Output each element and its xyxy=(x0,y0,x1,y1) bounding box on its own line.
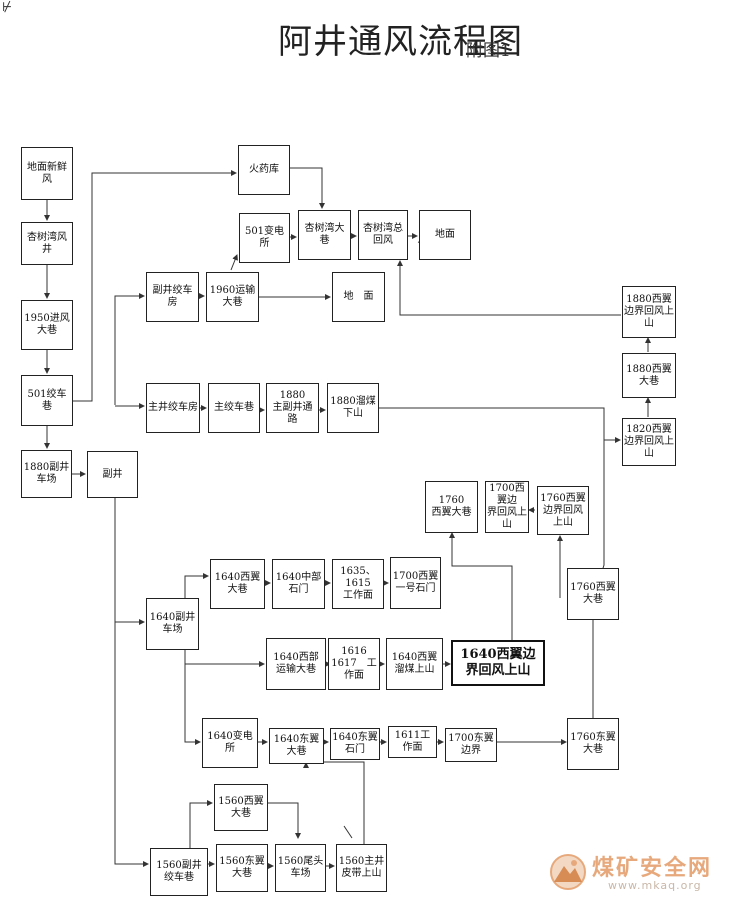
node-gate1-1700: 1700西翼 一号石门 xyxy=(390,557,441,609)
node-e-edge-1700: 1700东翼边界 xyxy=(445,728,497,762)
node-w-lane-1760: 1760西翼大巷 xyxy=(567,568,619,620)
node-w-edge-1700: 1700西翼边 界回风上山 xyxy=(485,481,529,533)
node-face-1616: 1616 1617 工作面 xyxy=(328,638,380,690)
node-tail1560: 1560尾头车场 xyxy=(275,844,326,892)
node-e-gate-1640: 1640东翼石门 xyxy=(330,728,380,760)
node-w-main-1560: 1560西翼大巷 xyxy=(214,784,268,831)
node-w-main-1880: 1880西翼大巷 xyxy=(622,353,676,398)
node-w-main-1760: 1760 西翼大巷 xyxy=(425,481,478,533)
page-subtitle: 附图1 xyxy=(466,41,511,61)
node-magazine: 火药库 xyxy=(238,145,290,195)
node-face-1635: 1635、1615 工作面 xyxy=(332,559,384,609)
corner-mark: ⊬ xyxy=(2,0,13,14)
node-sub1640: 1640变电所 xyxy=(202,718,258,768)
node-xc-return: 杏树湾总回风 xyxy=(358,210,408,260)
node-fujing: 副井 xyxy=(87,451,138,498)
node-e-main-1560: 1560东翼大巷 xyxy=(216,844,268,892)
node-fresh-air: 地面新鲜风 xyxy=(21,147,73,200)
node-belt1560: 1560主井 皮带上山 xyxy=(336,844,387,892)
node-winch501: 501绞车巷 xyxy=(21,375,73,426)
node-zhu-fu-1880: 1880 主副井通路 xyxy=(266,383,319,433)
node-mid-gate-1640: 1640中部石门 xyxy=(272,559,325,609)
page-title: 阿井通风流程图 xyxy=(278,22,523,62)
node-w-slide-1640: 1640西翼 溜煤上山 xyxy=(386,638,443,690)
node-xc-main: 杏树湾大巷 xyxy=(298,210,351,260)
node-w-return-1880: 1880西翼 边界回风上山 xyxy=(622,286,676,338)
watermark-url: www.mkaq.org xyxy=(608,879,702,892)
node-e-main-1640: 1640东翼大巷 xyxy=(269,728,324,764)
node-w-main-1640: 1640西翼大巷 xyxy=(210,559,265,609)
node-surface-2: 地 面 xyxy=(332,272,385,322)
node-w-trans-1640: 1640西部 运输大巷 xyxy=(266,638,326,690)
node-face-1611: 1611工作面 xyxy=(388,726,437,758)
node-xc-shaft: 杏树湾风井 xyxy=(21,222,73,265)
node-yard1640: 1640副井车场 xyxy=(146,598,199,650)
node-surface-1: 地面 xyxy=(419,210,471,260)
node-sub501: 501变电所 xyxy=(239,213,290,263)
node-slide1880: 1880溜煤下山 xyxy=(327,383,379,433)
node-fu-winch-room: 副井绞车房 xyxy=(146,272,199,322)
mountain-logo-icon xyxy=(550,854,586,890)
node-fu1880: 1880副井车场 xyxy=(21,450,72,498)
node-winch1560: 1560副井 绞车巷 xyxy=(150,848,208,896)
node-w-edge-1640: 1640西翼边 界回风上山 xyxy=(451,640,545,686)
watermark-text: 煤矿安全网 xyxy=(592,856,713,881)
node-w-up-1820: 1820西翼 边界回风上山 xyxy=(622,418,676,466)
node-w-edge-1760: 1760西翼 边界回风上山 xyxy=(537,486,589,535)
watermark: 煤矿安全网 www.mkaq.org xyxy=(548,848,738,898)
node-e-main-1760: 1760东翼大巷 xyxy=(567,718,619,770)
node-zhu-winch-room: 主井绞车房 xyxy=(146,383,200,433)
node-trans1960: 1960运输大巷 xyxy=(206,272,259,322)
node-zhu-winch-lane: 主绞车巷 xyxy=(208,383,260,433)
node-in1950: 1950进风大巷 xyxy=(21,300,73,350)
